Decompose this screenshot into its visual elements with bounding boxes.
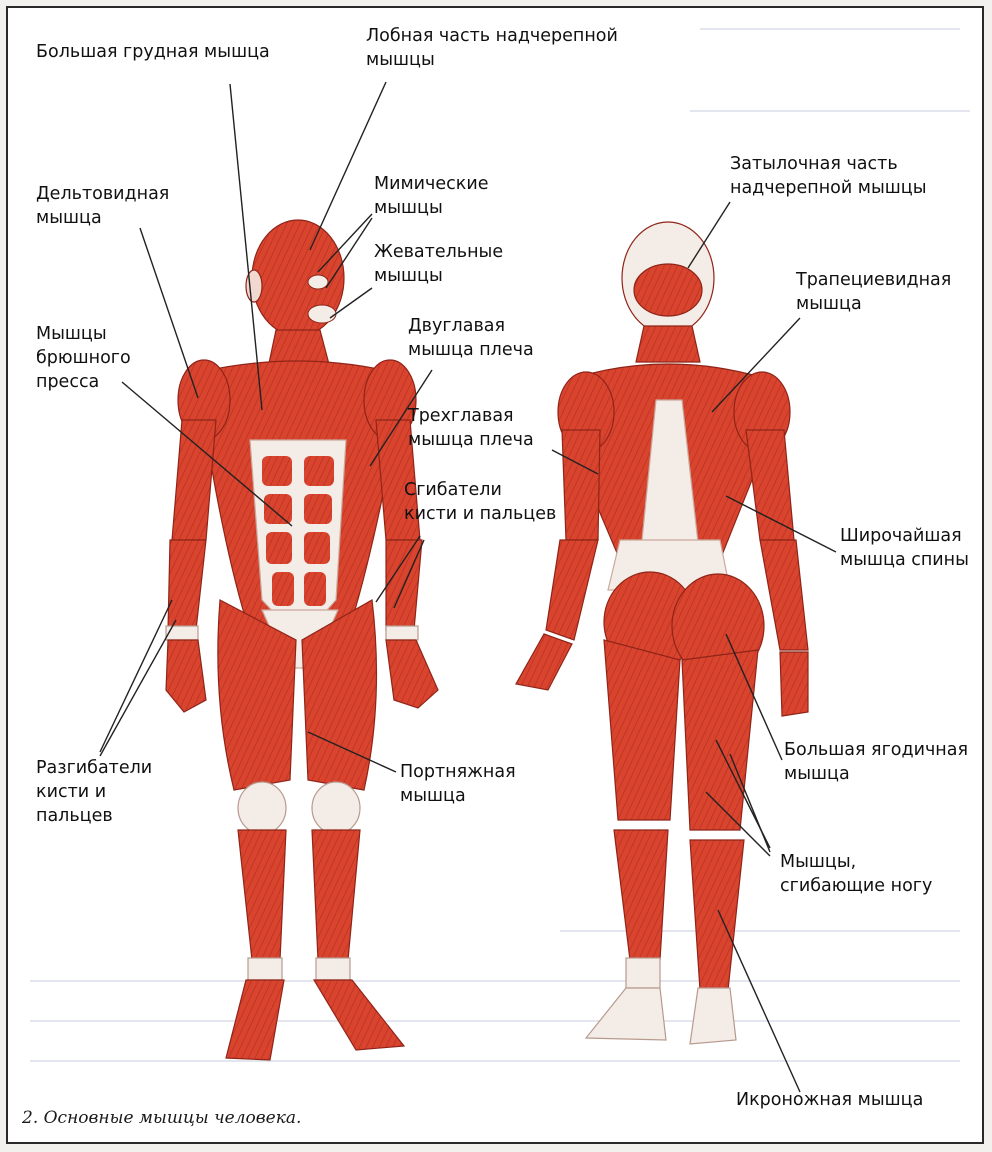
- back-calf-right: [690, 840, 744, 990]
- front-upperarm-right: [172, 420, 216, 540]
- label-gastrocnemius: Икроножная мышца: [736, 1088, 923, 1112]
- front-knee-left: [312, 782, 360, 834]
- pointer-pectoralis: [230, 84, 262, 410]
- label-frontalis: Лобная часть надчерепной мышцы: [366, 24, 618, 72]
- back-foot-right: [690, 988, 736, 1044]
- label-forearm-flexors: Сгибатели кисти и пальцев: [404, 478, 556, 526]
- back-forearm-left: [546, 540, 598, 640]
- label-pectoralis-major: Большая грудная мышца: [36, 40, 270, 64]
- label-biceps: Двуглавая мышца плеча: [408, 314, 534, 362]
- front-foot-right: [226, 980, 284, 1060]
- back-neck: [636, 326, 700, 362]
- back-figure: [516, 222, 808, 1044]
- pointer-frontalis: [310, 82, 386, 250]
- back-calf-left: [614, 830, 668, 960]
- label-deltoid: Дельтовидная мышца: [36, 182, 169, 230]
- front-ankle-right: [248, 958, 282, 980]
- label-gluteus: Большая ягодичная мышца: [784, 738, 968, 786]
- front-shin-right: [238, 830, 286, 960]
- label-latissimus: Широчайшая мышца спины: [840, 524, 969, 572]
- back-upperarm-left: [562, 430, 600, 540]
- front-figure: [166, 220, 438, 1060]
- back-hand-left: [516, 634, 572, 690]
- label-sartorius: Портняжная мышца: [400, 760, 516, 808]
- label-masseter: Жевательные мышцы: [374, 240, 503, 288]
- pointer-extensors-1: [100, 600, 172, 752]
- label-triceps: Трехглавая мышца плеча: [408, 404, 534, 452]
- back-forearm-right: [760, 540, 808, 650]
- back-upperarm-right: [746, 430, 794, 540]
- front-shin-left: [312, 830, 360, 960]
- label-extensors: Разгибатели кисти и пальцев: [36, 756, 152, 828]
- back-occipital: [634, 264, 702, 316]
- pointer-extensors-2: [100, 620, 176, 756]
- back-thigh-right: [682, 650, 758, 830]
- back-hand-right: [780, 652, 808, 716]
- front-forearm-right: [168, 540, 206, 630]
- front-knee-right: [238, 782, 286, 834]
- label-mimic-muscles: Мимические мышцы: [374, 172, 489, 220]
- front-wrist-left: [386, 626, 418, 640]
- back-thigh-left: [604, 640, 680, 820]
- front-ankle-left: [316, 958, 350, 980]
- front-foot-left: [314, 980, 404, 1050]
- front-hand-left: [386, 640, 438, 708]
- back-ankle-left: [626, 958, 660, 988]
- label-abdominal: Мышцы брюшного пресса: [36, 322, 131, 394]
- label-occipital: Затылочная часть надчерепной мышцы: [730, 152, 927, 200]
- pointer-deltoid: [140, 228, 198, 398]
- back-foot-left: [586, 988, 666, 1040]
- label-trapezius: Трапециевидная мышца: [796, 268, 951, 316]
- front-hand-right: [166, 640, 206, 712]
- label-leg-flexors: Мышцы, сгибающие ногу: [780, 850, 932, 898]
- figure-caption: 2. Основные мышцы человека.: [22, 1108, 301, 1128]
